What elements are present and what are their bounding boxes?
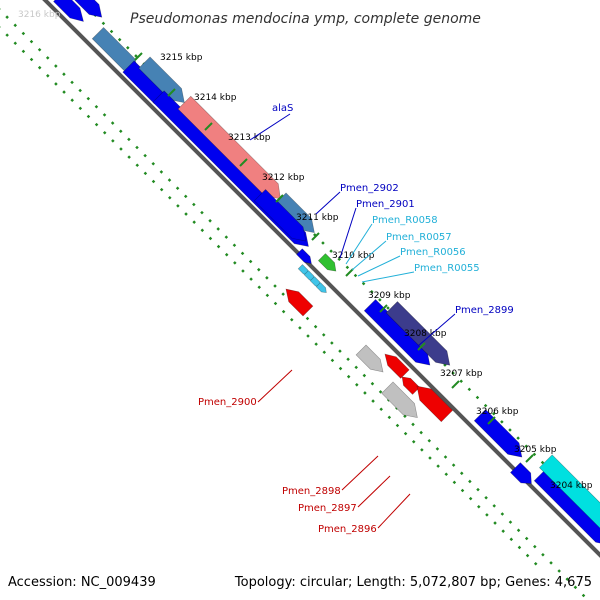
gc-dots-inner-2 xyxy=(0,26,541,569)
tick-label: 3213 kbp xyxy=(228,133,271,143)
cds-forward-dark xyxy=(385,301,451,366)
tick-label: 3212 kbp xyxy=(262,173,305,183)
map-title: Pseudomonas mendocina ymp, complete geno… xyxy=(130,11,481,27)
cds-small xyxy=(296,248,312,264)
gene-label-pmen_r0056: Pmen_R0056 xyxy=(400,247,466,258)
tick-mark xyxy=(134,52,143,61)
gene-label-pmen_2901: Pmen_2901 xyxy=(356,199,415,210)
tick-label: 3211 kbp xyxy=(296,213,339,223)
faded-tick-label: 3216 kbp xyxy=(18,10,61,20)
tick-mark xyxy=(451,380,460,389)
cds-forward xyxy=(74,0,103,18)
gene-label-pmen_2897: Pmen_2897 xyxy=(298,503,357,514)
tick-mark xyxy=(487,416,496,425)
tick-label: 3210 kbp xyxy=(332,251,375,261)
tick-label: 3207 kbp xyxy=(440,369,483,379)
gene-label-pmen_2902: Pmen_2902 xyxy=(340,183,399,194)
tick-mark xyxy=(345,268,354,277)
cds-forward xyxy=(253,189,307,242)
cds-forward xyxy=(473,409,523,458)
tick-label: 3206 kbp xyxy=(476,407,519,417)
tick-label: 3214 kbp xyxy=(194,93,237,103)
scale-ticks: 3215 kbp 3214 kbp 3213 kbp 3212 kbp 3211 kbp… xyxy=(134,52,593,491)
gene-label-leader xyxy=(257,369,293,403)
topology-text: Topology: circular; Length: 5,072,807 bp… xyxy=(234,575,592,590)
gene-label-leader xyxy=(361,271,415,283)
gene-label-leader xyxy=(345,223,373,265)
gene-label-leader xyxy=(339,207,357,259)
cds-forward-cyan xyxy=(539,454,600,529)
tick-mark xyxy=(275,194,284,203)
tick-label: 3204 kbp xyxy=(550,481,593,491)
gene-label-leader xyxy=(315,191,341,215)
gene-label-leader xyxy=(341,455,379,491)
gene-label-pmen_2899: Pmen_2899 xyxy=(455,305,514,316)
tick-label: 3215 kbp xyxy=(160,53,203,63)
feature-track xyxy=(53,0,600,544)
gene-label-leader xyxy=(377,493,411,529)
gene-label-pmen_2896: Pmen_2896 xyxy=(318,524,377,535)
tick-mark xyxy=(417,342,426,351)
tick-mark xyxy=(167,88,176,97)
gene-label-pmen_2898: Pmen_2898 xyxy=(282,486,341,497)
cds-reverse xyxy=(384,353,410,379)
misc-feature-green xyxy=(317,253,337,272)
cds-reverse xyxy=(401,376,421,395)
gene-label-pmen_r0057: Pmen_R0057 xyxy=(386,232,452,243)
cds-forward xyxy=(510,462,532,484)
cds-reverse xyxy=(285,288,314,317)
gene-label-leader xyxy=(351,240,387,271)
tick-mark xyxy=(379,304,388,313)
trna-feature xyxy=(315,282,327,294)
cds-reverse xyxy=(416,385,454,423)
tick-mark xyxy=(311,232,320,241)
gene-label-leader xyxy=(249,113,291,141)
gene-label-alas: alaS xyxy=(272,103,293,114)
accession-text: Accession: NC_009439 xyxy=(8,575,156,590)
gene-label-pmen_2900: Pmen_2900 xyxy=(198,397,257,408)
cds-forward xyxy=(53,0,84,22)
gene-label-pmen_r0055: Pmen_R0055 xyxy=(414,263,480,274)
gene-labels: alaS Pmen_2902Pmen_2901Pmen_R0058Pmen_R00… xyxy=(198,103,514,535)
gene-label-pmen_r0058: Pmen_R0058 xyxy=(372,215,438,226)
gene-label-leader xyxy=(417,313,456,347)
pseudo-gene xyxy=(355,344,384,373)
tick-label: 3208 kbp xyxy=(404,329,447,339)
tick-mark xyxy=(239,158,248,167)
gene-label-leader xyxy=(357,255,401,277)
tick-mark xyxy=(525,454,534,463)
pseudo-gene xyxy=(381,381,418,419)
tick-label: 3205 kbp xyxy=(514,445,557,455)
tick-mark xyxy=(204,122,213,131)
tick-label: 3209 kbp xyxy=(368,291,411,301)
gene-label-leader xyxy=(357,475,391,508)
